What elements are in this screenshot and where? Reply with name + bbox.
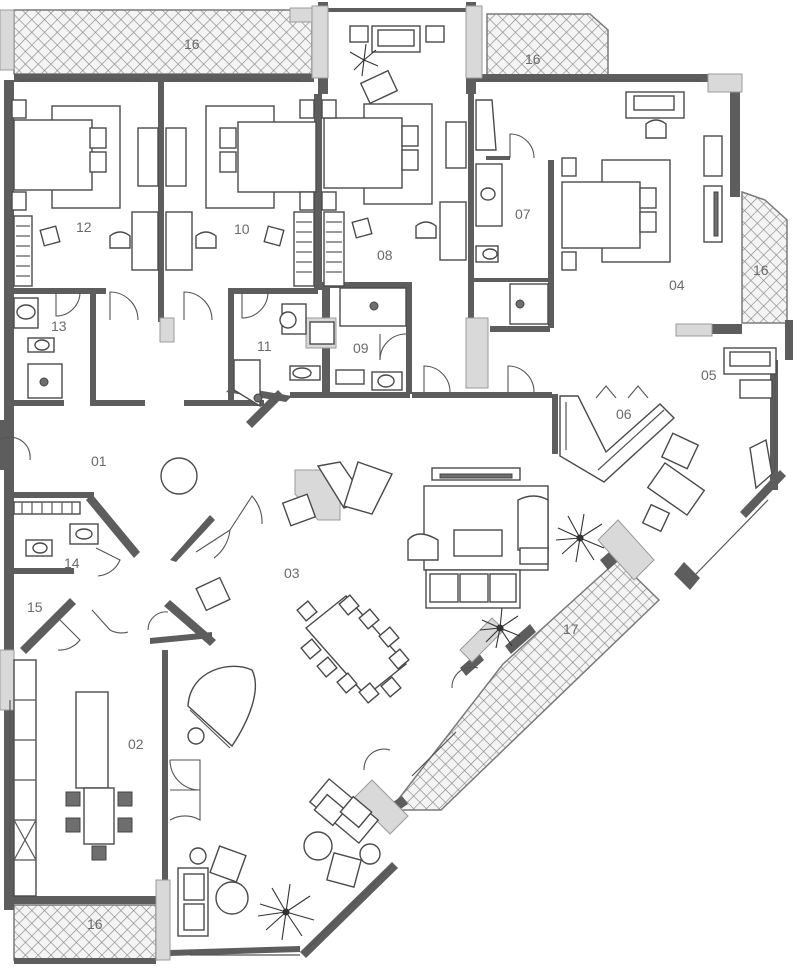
doors <box>0 133 649 821</box>
room-12-furniture <box>11 99 159 287</box>
balcony-bottom-left <box>13 904 157 961</box>
windows <box>9 79 776 956</box>
room-label-05: 05 <box>701 367 717 383</box>
room-label-13: 13 <box>51 318 67 334</box>
balcony-right <box>741 190 788 324</box>
room-label-17: 17 <box>563 621 579 637</box>
room-labels: 01 02 03 04 05 06 07 08 09 10 11 12 13 1… <box>27 36 769 932</box>
top-lounge-furniture <box>349 25 445 105</box>
room-label-16-bottom: 16 <box>87 916 103 932</box>
room-label-09: 09 <box>353 340 369 356</box>
room-label-16-right: 16 <box>753 262 769 278</box>
room-label-01: 01 <box>91 453 107 469</box>
room-08-furniture <box>321 99 467 287</box>
bathroom-fixtures <box>13 163 549 557</box>
room-04-furniture <box>475 91 723 271</box>
room-label-12: 12 <box>76 219 92 235</box>
room-label-11: 11 <box>257 338 272 354</box>
room-label-16-top: 16 <box>184 36 200 52</box>
room-label-10: 10 <box>234 221 250 237</box>
balconies <box>13 9 788 961</box>
room-label-06: 06 <box>616 406 632 422</box>
walls <box>0 2 793 964</box>
room-label-04: 04 <box>669 277 685 293</box>
room-label-02: 02 <box>128 736 144 752</box>
room-10-furniture <box>165 99 317 287</box>
room-label-14: 14 <box>64 555 80 571</box>
dining-chairs <box>296 594 410 704</box>
room-05-06-furniture <box>559 347 777 533</box>
room-label-08: 08 <box>377 247 393 263</box>
balcony-top-right <box>486 13 609 76</box>
plants <box>257 513 605 941</box>
room-label-03: 03 <box>284 565 300 581</box>
kitchen-furniture <box>13 659 133 897</box>
living-room-furniture <box>160 457 549 937</box>
room-label-15: 15 <box>27 599 43 615</box>
balcony-top-left <box>13 9 313 75</box>
room-label-16-top-right: 16 <box>525 51 541 67</box>
terrace-diagonal <box>388 558 661 811</box>
room-label-07: 07 <box>515 206 531 222</box>
